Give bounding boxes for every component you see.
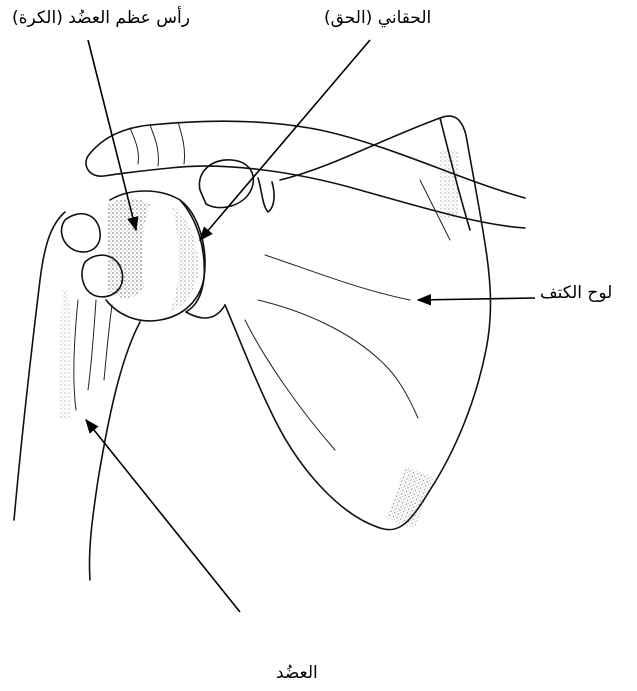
leader-lines: [86, 40, 535, 612]
humeral-head: [106, 191, 205, 321]
humerus-label: العضُد: [276, 663, 318, 683]
humeral-head-label: رأس عظم العضُد (الكرة): [12, 8, 190, 28]
glenoid-leader: [200, 40, 370, 240]
humeral-head-leader: [88, 40, 136, 230]
humerus-leader: [86, 420, 240, 612]
scapula: [225, 116, 491, 530]
glenoid-label: الحقاني (الحق): [324, 8, 431, 28]
clavicle: [86, 121, 525, 228]
scapula-leader: [418, 298, 535, 300]
scapula-label: لوح الكتف: [540, 283, 612, 303]
